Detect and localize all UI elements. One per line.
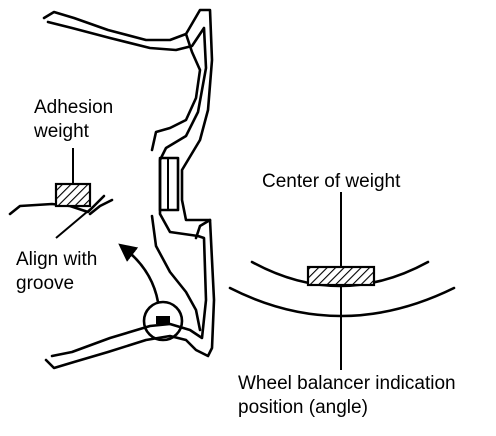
- balance-arc-view: [228, 192, 456, 370]
- adhesion-weight-label-line2: weight: [34, 121, 89, 142]
- detail-circle: [142, 300, 184, 342]
- align-groove-label: Align with groove: [16, 248, 97, 296]
- adhesion-weight-label: Adhesion weight: [34, 96, 113, 144]
- adhesion-weight-label-line1: Adhesion: [34, 97, 114, 118]
- balancer-position-label: Wheel balancer indication position (angl…: [238, 372, 456, 420]
- center-of-weight-label: Center of weight: [262, 171, 401, 192]
- align-groove-label-line1: Align with: [16, 249, 98, 270]
- detail-arrow: [118, 243, 160, 304]
- groove-detail: [8, 148, 114, 239]
- adhesion-weight-shape: [54, 182, 92, 208]
- balancer-position-label-line1: Wheel balancer indication: [238, 373, 456, 394]
- wheel-rim-cross-section: [42, 8, 216, 370]
- align-groove-label-line2: groove: [16, 273, 75, 294]
- center-weight-shape: [306, 265, 376, 287]
- balancer-position-label-line2: position (angle): [238, 397, 368, 418]
